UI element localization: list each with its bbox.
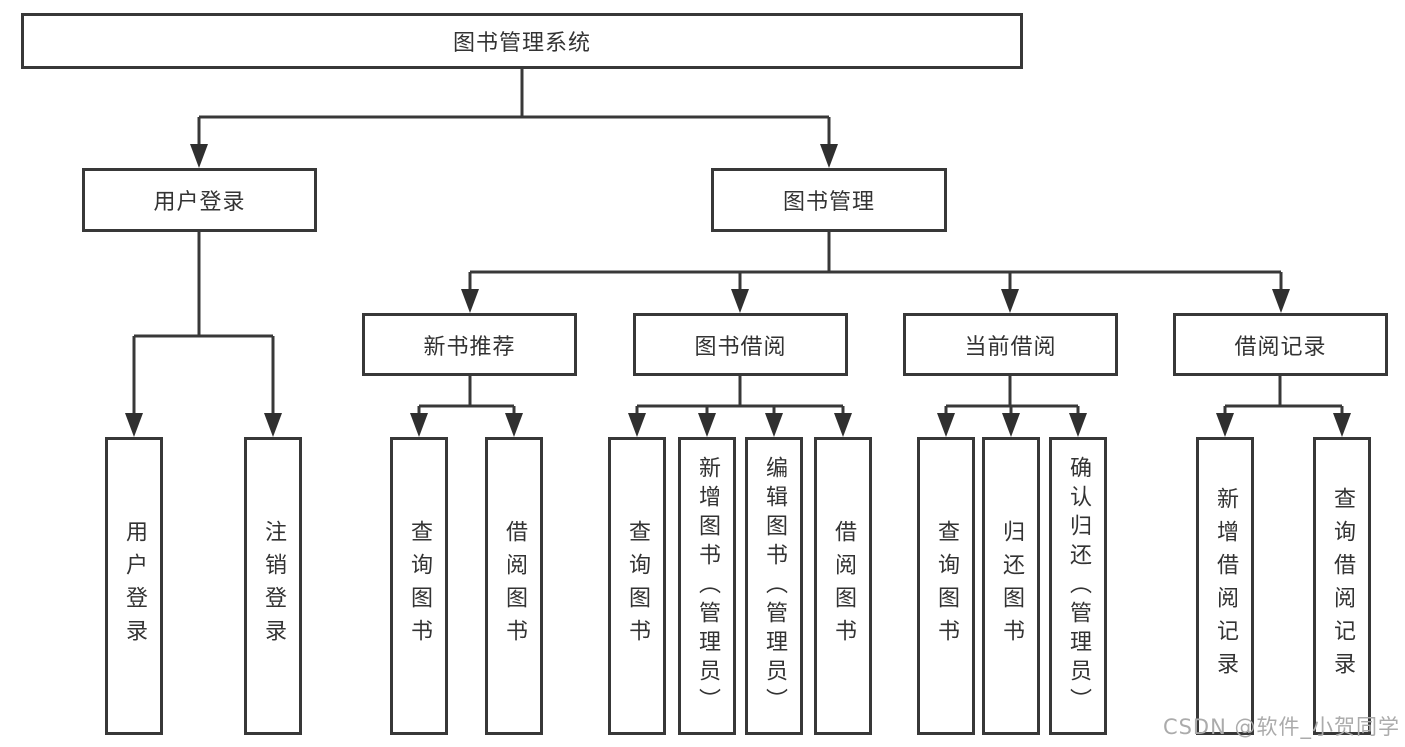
- arrowhead-icon: [765, 413, 783, 437]
- arrowhead-icon: [937, 413, 955, 437]
- leaf-user-login: 用户登录: [105, 437, 163, 735]
- node-label: 图书管理系统: [452, 31, 591, 56]
- node-current-borrow: 当前借阅: [903, 313, 1118, 376]
- leaf-label: 借阅图书: [502, 520, 527, 652]
- leaf-logout: 注销登录: [244, 437, 302, 735]
- leaf-add-book-admin: 新增图书（管理员）: [678, 437, 736, 735]
- leaf-confirm-return-admin: 确认归还（管理员）: [1049, 437, 1107, 735]
- node-label: 当前借阅: [964, 334, 1057, 360]
- leaf-query-books-recommend: 查询图书: [390, 437, 448, 735]
- node-user-login: 用户登录: [82, 168, 317, 232]
- arrowhead-icon: [505, 413, 523, 437]
- arrowhead-icon: [190, 144, 208, 168]
- arrowhead-icon: [1002, 413, 1020, 437]
- leaf-label: 查询借阅记录: [1330, 487, 1355, 685]
- leaf-label: 查询图书: [934, 520, 959, 652]
- leaf-borrow-books-recommend: 借阅图书: [485, 437, 543, 735]
- node-label: 用户登录: [153, 190, 246, 215]
- node-borrow-records: 借阅记录: [1173, 313, 1388, 376]
- node-label: 图书借阅: [694, 334, 787, 360]
- leaf-label: 查询图书: [625, 520, 650, 652]
- leaf-label: 查询图书: [407, 520, 432, 652]
- leaf-borrow-books-borrow: 借阅图书: [814, 437, 872, 735]
- leaf-label: 用户登录: [122, 520, 147, 652]
- arrowhead-icon: [461, 289, 479, 313]
- arrowhead-icon: [731, 289, 749, 313]
- arrowhead-icon: [1272, 289, 1290, 313]
- arrowhead-icon: [264, 413, 282, 437]
- arrowhead-icons: [125, 144, 1351, 437]
- node-new-book-recommend: 新书推荐: [362, 313, 577, 376]
- node-library-management-system: 图书管理系统: [21, 13, 1023, 69]
- leaf-edit-book-admin: 编辑图书（管理员）: [745, 437, 803, 735]
- leaf-label: 新增图书（管理员）: [695, 455, 720, 717]
- leaf-label: 注销登录: [261, 520, 286, 652]
- node-label: 图书管理: [782, 190, 875, 215]
- arrowhead-icon: [1001, 289, 1019, 313]
- leaf-add-borrow-record: 新增借阅记录: [1196, 437, 1254, 735]
- leaf-label: 编辑图书（管理员）: [762, 455, 787, 717]
- arrowhead-icon: [410, 413, 428, 437]
- arrowhead-icon: [1216, 413, 1234, 437]
- leaf-query-borrow-record: 查询借阅记录: [1313, 437, 1371, 735]
- leaf-label: 借阅图书: [831, 520, 856, 652]
- arrowhead-icon: [1069, 413, 1087, 437]
- arrowhead-icon: [628, 413, 646, 437]
- node-book-borrow: 图书借阅: [633, 313, 848, 376]
- leaf-query-books-borrow: 查询图书: [608, 437, 666, 735]
- arrowhead-icon: [125, 413, 143, 437]
- arrowhead-icon: [1333, 413, 1351, 437]
- leaf-label: 归还图书: [999, 520, 1024, 652]
- arrowhead-icon: [698, 413, 716, 437]
- leaf-query-books-current: 查询图书: [917, 437, 975, 735]
- node-label: 借阅记录: [1234, 334, 1327, 360]
- arrowhead-icon: [820, 144, 838, 168]
- node-book-management: 图书管理: [711, 168, 947, 232]
- leaf-label: 新增借阅记录: [1213, 487, 1238, 685]
- node-label: 新书推荐: [423, 334, 516, 360]
- leaf-return-book: 归还图书: [982, 437, 1040, 735]
- leaf-label: 确认归还（管理员）: [1066, 455, 1091, 717]
- arrowhead-icon: [834, 413, 852, 437]
